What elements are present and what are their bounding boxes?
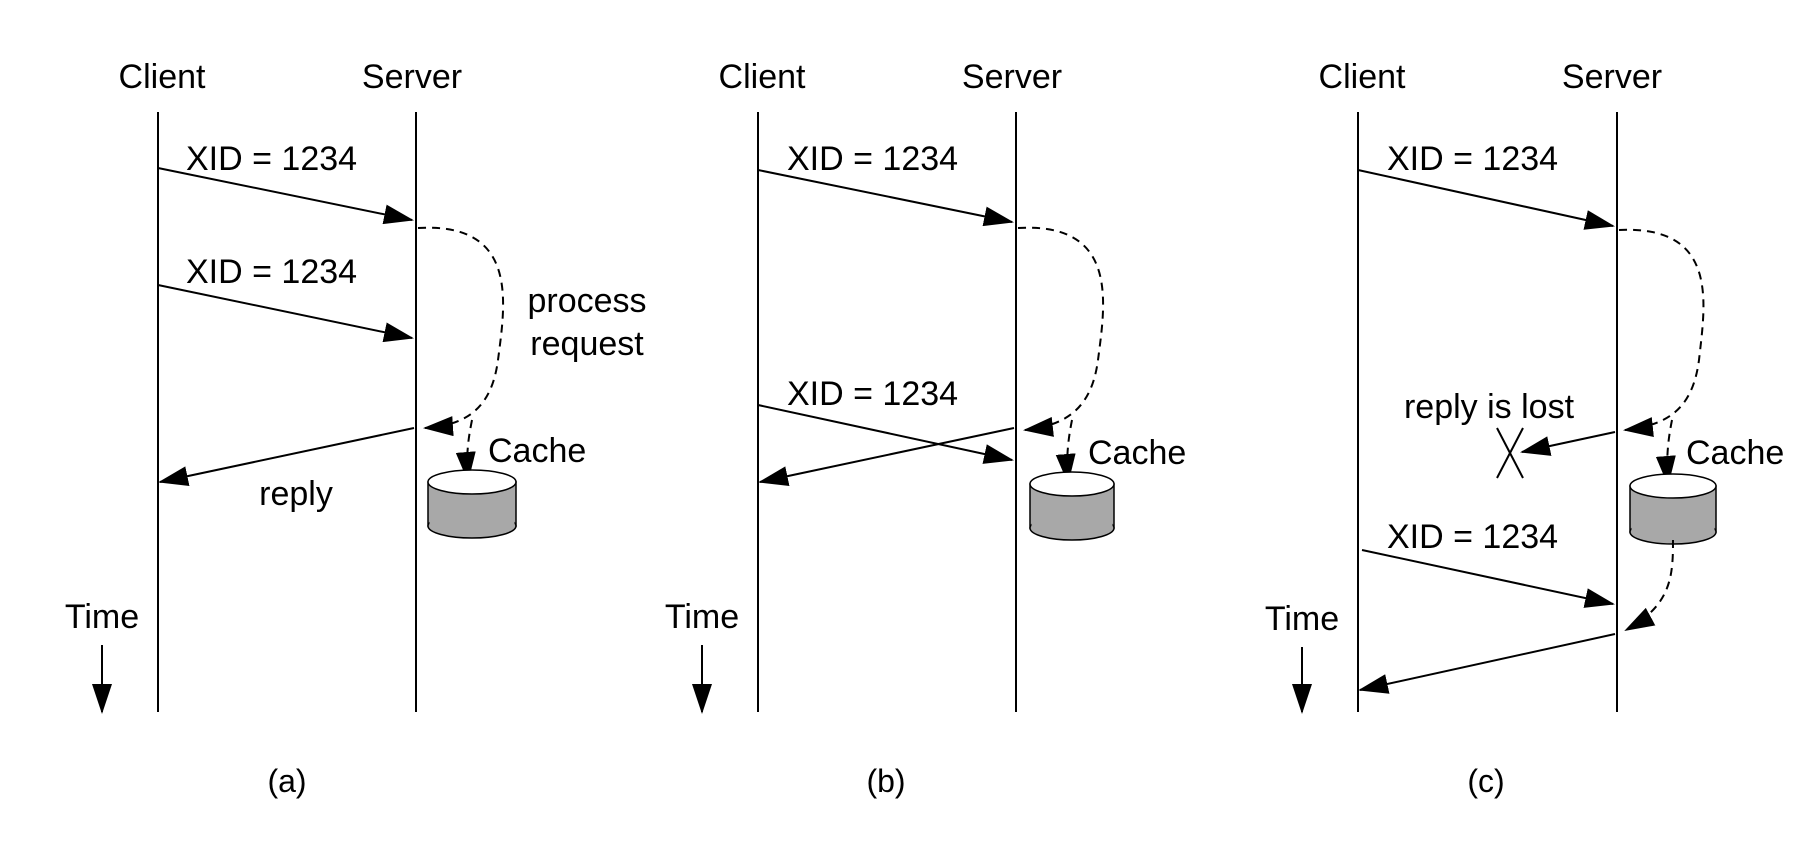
request-word-label: request bbox=[530, 325, 644, 363]
server-label: Server bbox=[362, 58, 462, 96]
retransmit-label: XID = 1234 bbox=[1387, 518, 1558, 556]
cache-label: Cache bbox=[1686, 434, 1784, 472]
process-request-curve bbox=[417, 226, 505, 437]
request-label: XID = 1234 bbox=[787, 140, 958, 178]
client-label: Client bbox=[119, 58, 206, 96]
process-label: process bbox=[527, 282, 646, 320]
panel-a: Client Server XID = 1234 XID = 1234 proc… bbox=[65, 58, 647, 799]
server-label: Server bbox=[962, 58, 1062, 96]
request-label: XID = 1234 bbox=[186, 140, 357, 178]
cache-cylinder bbox=[1629, 473, 1717, 545]
request-arrow bbox=[1357, 169, 1615, 230]
cache-cylinder bbox=[1029, 471, 1115, 541]
cache-cylinder bbox=[427, 469, 517, 539]
request-label: XID = 1234 bbox=[1387, 140, 1558, 178]
cache-label: Cache bbox=[488, 432, 586, 470]
caption-c: (c) bbox=[1467, 763, 1504, 799]
cached-reply-arrow bbox=[1358, 633, 1616, 694]
reply-label: reply bbox=[259, 475, 333, 513]
panel-b: Client Server XID = 1234 XID = 1234 Cach… bbox=[665, 58, 1186, 799]
time-label: Time bbox=[1265, 600, 1339, 638]
cache-label: Cache bbox=[1088, 434, 1186, 472]
client-label: Client bbox=[1319, 58, 1406, 96]
panel-c: Client Server XID = 1234 reply is lost C… bbox=[1265, 58, 1784, 799]
reply-arrow bbox=[158, 427, 415, 486]
lost-reply-arrow bbox=[1520, 431, 1616, 456]
caption-b: (b) bbox=[866, 763, 905, 799]
retransmit-arrow bbox=[1361, 549, 1615, 608]
retransmit-label: XID = 1234 bbox=[186, 253, 357, 291]
process-request-curve bbox=[1618, 228, 1705, 437]
cache-lookup-curve bbox=[1624, 539, 1674, 631]
lost-x-icon bbox=[1496, 427, 1524, 479]
server-label: Server bbox=[1562, 58, 1662, 96]
retransmit-arrow bbox=[157, 284, 414, 343]
request-arrow bbox=[757, 169, 1014, 227]
cache-store-curve bbox=[455, 419, 476, 482]
retransmit-arrow bbox=[757, 404, 1014, 464]
reply-lost-label: reply is lost bbox=[1404, 388, 1575, 426]
process-request-curve bbox=[1017, 226, 1105, 437]
time-label: Time bbox=[665, 598, 739, 636]
time-label: Time bbox=[65, 598, 139, 636]
caption-a: (a) bbox=[267, 763, 306, 799]
client-label: Client bbox=[719, 58, 806, 96]
request-arrow bbox=[157, 167, 414, 225]
reply-arrow bbox=[758, 427, 1015, 486]
retransmit-label: XID = 1234 bbox=[787, 375, 958, 413]
